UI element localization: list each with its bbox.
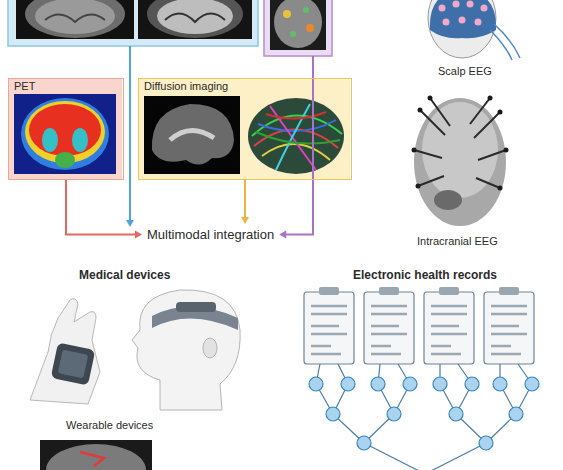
pet-image (14, 94, 116, 174)
section-heading: Electronic health records (353, 268, 497, 282)
headband-sensor (176, 302, 216, 312)
skull (422, 102, 498, 198)
pet-brain (42, 128, 58, 152)
tractography (248, 98, 344, 174)
sagittal-brain (152, 104, 234, 165)
brain-slice (147, 0, 243, 38)
activation-spot (303, 7, 309, 13)
fmri-panel (264, 0, 332, 56)
connector-arrow (244, 180, 246, 219)
activation-spot (290, 31, 296, 37)
network-nodes (309, 377, 539, 450)
modality-label: Intracranial EEG (417, 235, 498, 247)
diffusion-panel (138, 78, 350, 180)
eeg-cap (430, 0, 496, 38)
clipboards (304, 287, 534, 364)
brain-slice (274, 0, 322, 48)
brain-slice (35, 0, 115, 34)
brain-fold (165, 13, 225, 22)
pet-brain (72, 128, 88, 152)
stimulation-mark (80, 452, 104, 466)
brain-fold (45, 14, 105, 22)
diffusion-image (144, 96, 240, 174)
mri-arrow (129, 46, 131, 222)
pet-panel: PET (8, 78, 124, 180)
pet-brain (55, 152, 75, 168)
corpus-callosum (170, 130, 214, 140)
panel-heading: Multimodal integration (147, 227, 274, 242)
skull (434, 190, 462, 210)
mri-panel (8, 0, 258, 46)
fmri-arrow (284, 56, 313, 235)
panel-heading: Diffusion imaging (144, 80, 346, 92)
fmri-image (270, 0, 326, 50)
head (428, 0, 496, 58)
pet-brain (29, 104, 101, 156)
brain-slice (157, 0, 233, 34)
head-profile (132, 290, 240, 410)
activation-spot (283, 10, 291, 18)
panel-heading: PET (14, 80, 118, 92)
pet-brain (21, 98, 109, 170)
pet-panel (8, 78, 122, 180)
device-label: Wearable devices (66, 419, 153, 431)
arrowhead (241, 217, 249, 224)
integration-target: Multimodal integration (144, 226, 277, 243)
arrowhead (126, 220, 134, 227)
connector-arrow (66, 180, 137, 235)
electrodes (439, 1, 488, 26)
brain-image (46, 444, 146, 470)
activation-spot (306, 24, 314, 32)
arrowhead (135, 231, 142, 239)
arrowhead (279, 231, 286, 239)
skull (414, 98, 506, 226)
diffusion-panel: Diffusion imaging (138, 78, 352, 180)
electrode-ends (412, 96, 509, 191)
smartwatch (51, 342, 96, 385)
watch-face (58, 350, 88, 379)
brain-slice (25, 0, 125, 38)
hand (30, 299, 100, 404)
eeg-wires (490, 24, 520, 60)
depth-electrodes (414, 98, 506, 188)
network-links (316, 364, 532, 470)
ear (203, 338, 217, 358)
modality-label: Scalp EEG (438, 65, 492, 77)
fibre-tracts (252, 104, 342, 170)
section-heading: Medical devices (79, 268, 170, 282)
